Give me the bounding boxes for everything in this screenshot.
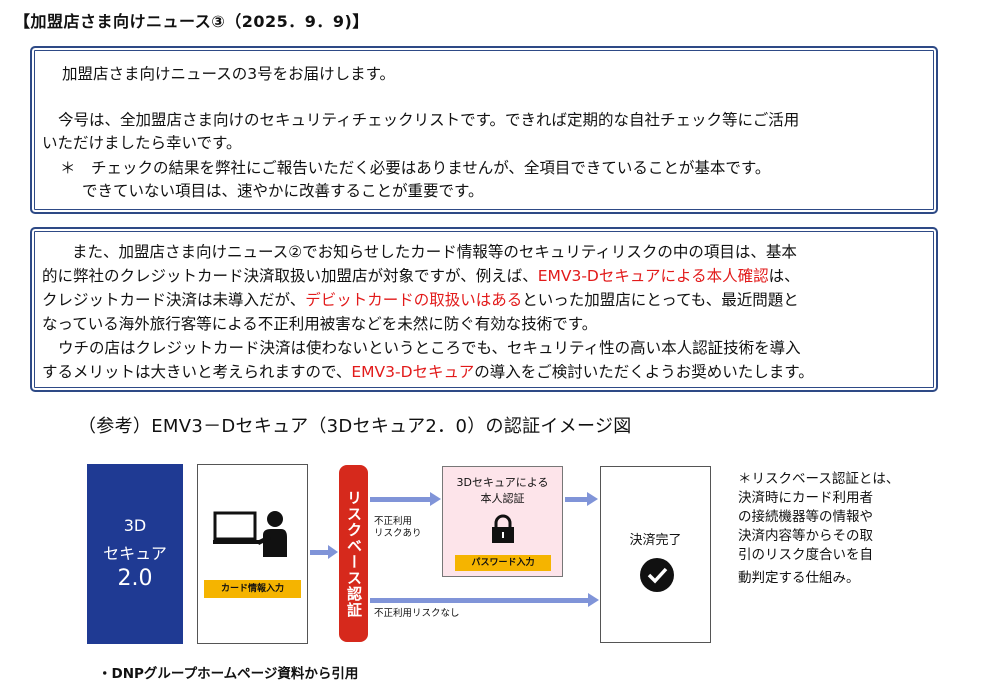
identity-auth-panel: 3Dセキュアによる 本人認証 パスワード入力 [442,466,563,577]
password-label: パスワード入力 [455,555,551,571]
highlight-text: EMV3-Dセキュアによる本人確認 [537,267,769,285]
page-title: 【加盟店さま向けニュース③（2025．9．9)】 [14,12,369,31]
security-line: 的に弊社のクレジットカード決済取扱い加盟店が対象ですが、例えば、EMV3-Dセキ… [42,267,800,285]
risk-no-label: 不正利用リスクなし [374,608,460,619]
3d-secure-block: 3D セキュア 2.0 [87,464,183,644]
intro-line: 加盟店さま向けニュースの3号をお届けします。 [62,65,396,83]
card-info-label: カード情報入力 [204,580,301,598]
citation: ・DNPグループホームページ資料から引用 [98,666,359,682]
payment-complete-panel: 決済完了 [600,466,711,643]
card-input-panel: カード情報入力 [197,464,308,644]
highlight-text: デビットカードの取扱いはある [305,291,523,309]
security-line: するメリットは大きいと考えられますので、EMV3-Dセキュアの導入をご検討いただ… [42,363,814,381]
security-line: クレジットカード決済は未導入だが、デビットカードの取扱いはあるといった加盟店にと… [42,291,799,309]
intro-note-line: ＊ チェックの結果を弊社にご報告いただく必要はありませんが、全項目できていること… [60,159,771,177]
diagram-title: （参考）EMV3－Dセキュア（3Dセキュア2．0）の認証イメージ図 [78,416,632,437]
intro-line: 今号は、全加盟店さま向けのセキュリティチェックリストです。できれば定期的な自社チ… [58,111,800,129]
check-circle-icon [640,558,674,592]
risk-yes-label: 不正利用リスクあり [374,516,422,539]
security-box [30,227,938,392]
intro-box [30,46,938,214]
risk-based-auth-note: ＊リスクベース認証とは、 決済時にカード利用者 の接続機器等の情報や 決済内容等… [738,471,900,586]
highlight-text: EMV3-Dセキュア [351,363,475,381]
security-line: なっている海外旅行客等による不正利用被害などを未然に防ぐ有効な技術です。 [42,315,598,333]
intro-note-line: できていない項目は、速やかに改善することが重要です。 [82,182,484,200]
security-line: ウチの店はクレジットカード決済は使わないというところでも、セキュリティ性の高い本… [58,339,801,357]
intro-line: いただけましたら幸いです。 [42,134,242,152]
security-line: また、加盟店さま向けニュース②でお知らせしたカード情報等のセキュリティリスクの中… [72,243,797,261]
risk-based-auth-block: リスクベース認証 [339,465,368,642]
lock-icon [492,514,514,543]
person-computer-icon [213,511,287,557]
